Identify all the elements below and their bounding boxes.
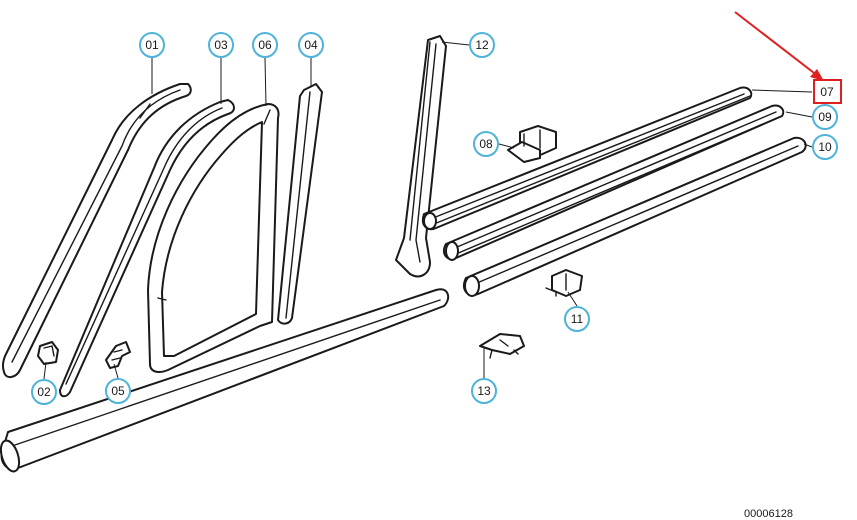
callout-10[interactable]: 10	[812, 134, 838, 160]
catalog-number: 00006128	[744, 508, 793, 520]
callout-11-label: 11	[571, 312, 584, 326]
part-01-window-channel	[1, 83, 192, 378]
callout-13-label: 13	[477, 384, 491, 398]
callout-11[interactable]: 11	[564, 306, 590, 332]
part-05-clip	[105, 341, 131, 369]
callout-10-label: 10	[818, 140, 832, 154]
callout-13[interactable]: 13	[471, 378, 497, 404]
highlight-arrow	[734, 11, 824, 81]
callout-01-label: 01	[145, 38, 159, 52]
part-12-pillar-channel	[395, 35, 447, 278]
callout-12-label: 12	[475, 38, 489, 52]
part-11-clip	[545, 269, 583, 297]
part-04-vertical-strip	[277, 83, 323, 325]
part-10-lower-long-strip	[462, 136, 807, 297]
part-06-window-frame-seal	[147, 103, 280, 373]
callout-06-label: 06	[258, 38, 272, 52]
callout-09-label: 09	[818, 110, 832, 124]
part-02-clip	[37, 341, 59, 365]
callout-05[interactable]: 05	[105, 378, 131, 404]
callout-02-label: 02	[37, 385, 51, 399]
part-09-middle-long-strip	[442, 104, 785, 261]
callout-09[interactable]: 09	[812, 104, 838, 130]
leader-lines	[43, 41, 813, 380]
callout-01[interactable]: 01	[139, 32, 165, 58]
callout-06[interactable]: 06	[252, 32, 278, 58]
callout-03[interactable]: 03	[208, 32, 234, 58]
callout-03-label: 03	[214, 38, 228, 52]
callout-02[interactable]: 02	[31, 379, 57, 405]
part-03-outer-strip	[59, 99, 235, 398]
callout-04-label: 04	[304, 38, 318, 52]
callout-08-label: 08	[479, 137, 493, 151]
part-13-bracket	[479, 333, 525, 359]
lower-sill-molding	[0, 288, 450, 473]
callout-05-label: 05	[111, 384, 125, 398]
part-07-upper-long-strip	[422, 86, 753, 231]
part-08-clip	[507, 125, 557, 163]
callout-12[interactable]: 12	[469, 32, 495, 58]
callout-07-label: 07	[820, 85, 834, 99]
callout-04[interactable]: 04	[298, 32, 324, 58]
callout-07-highlighted[interactable]: 07	[813, 79, 842, 104]
callout-08[interactable]: 08	[473, 131, 499, 157]
